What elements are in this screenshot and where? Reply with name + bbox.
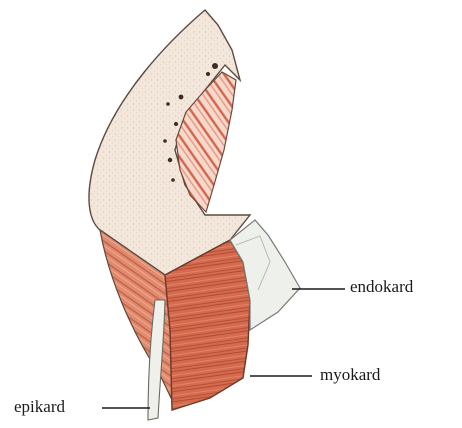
myokard-label: myokard xyxy=(320,366,380,383)
epikard-label: epikard xyxy=(14,398,65,415)
endokard-label: endokard xyxy=(350,278,413,295)
